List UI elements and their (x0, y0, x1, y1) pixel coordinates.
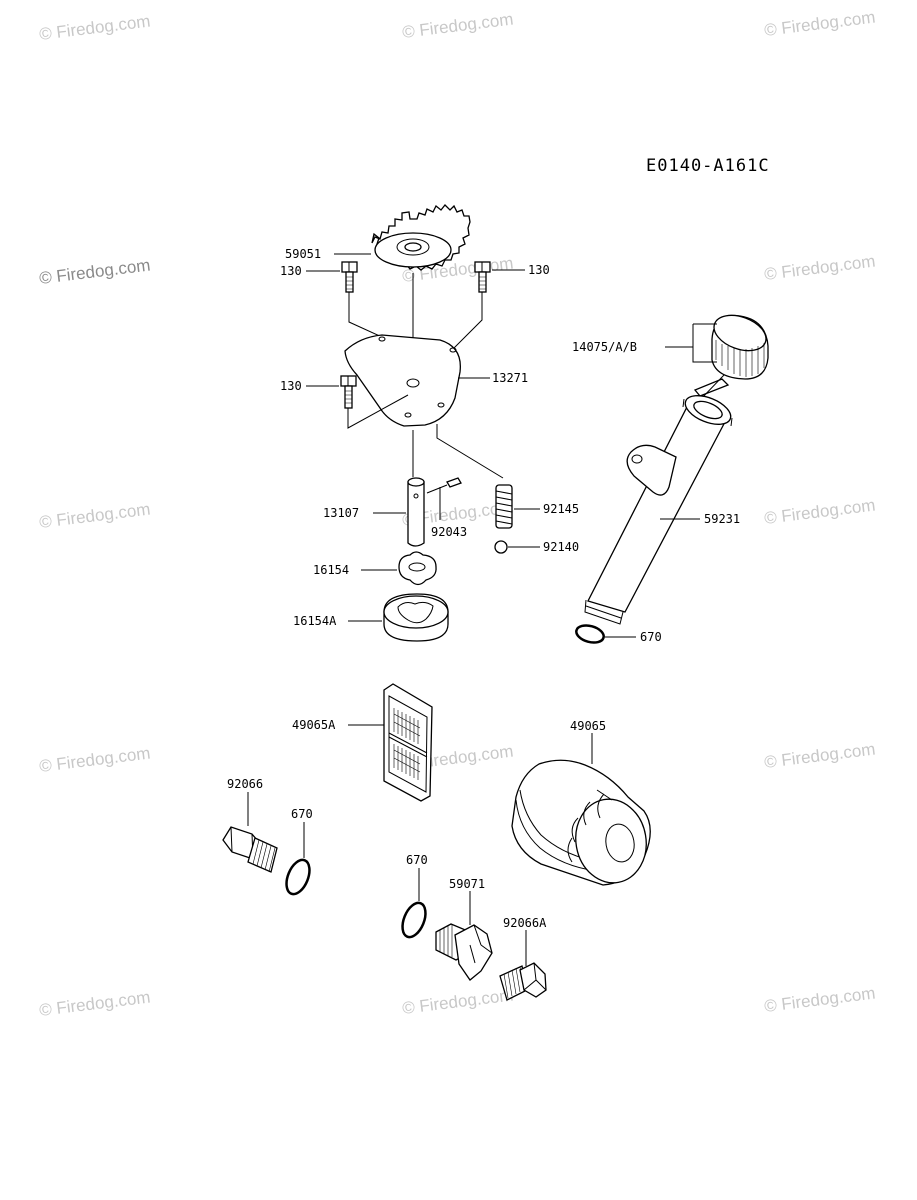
pin-part (446, 477, 462, 488)
outer-rotor (383, 593, 449, 642)
spring-part (495, 484, 513, 529)
watermark: © Firedog.com (38, 987, 151, 1019)
callout-bolt-left-mid: 130 (280, 379, 302, 393)
watermark: © Firedog.com (763, 251, 876, 283)
callout-outer-rotor: 16154A (293, 614, 337, 628)
callout-cover-plate: 13271 (492, 371, 528, 385)
callout-spring: 92145 (543, 502, 579, 516)
callout-bolt-left-top: 130 (280, 264, 302, 278)
screen-part (383, 683, 433, 802)
drain-plug-left (222, 826, 278, 873)
callout-shaft: 13107 (323, 506, 359, 520)
watermark: © Firedog.com (38, 255, 151, 287)
callout-dipstick-cap: 14075/A/B (572, 340, 637, 354)
oil-filter (511, 759, 651, 886)
callout-screen: 49065A (292, 718, 336, 732)
filler-tube (584, 395, 733, 625)
watermark: © Firedog.com (401, 985, 514, 1017)
gear-part (371, 204, 471, 271)
dipstick-cap (693, 314, 769, 401)
bolt-right-top (474, 261, 491, 293)
oring-center (401, 901, 427, 939)
oring-left (285, 858, 311, 896)
callout-pin: 92043 (431, 525, 467, 539)
bolt-left-top (341, 261, 358, 293)
callout-inner-rotor: 16154 (313, 563, 349, 577)
callout-gear: 59051 (285, 247, 321, 261)
oring-tube (575, 624, 605, 644)
watermark: © Firedog.com (401, 9, 514, 41)
callout-drain-plug-right: 92066A (503, 916, 547, 930)
watermark: © Firedog.com (763, 739, 876, 771)
watermark: © Firedog.com (763, 495, 876, 527)
callout-oring-tube: 670 (640, 630, 662, 644)
inner-rotor (398, 551, 437, 586)
cover-plate (344, 334, 461, 427)
callout-oil-filter: 49065 (570, 719, 606, 733)
shaft-part (407, 477, 425, 547)
callout-ball: 92140 (543, 540, 579, 554)
callout-drain-plug-left: 92066 (227, 777, 263, 791)
callout-oring-left: 670 (291, 807, 313, 821)
fitting-part (435, 923, 493, 981)
callout-oring-center: 670 (406, 853, 428, 867)
watermark: © Firedog.com (763, 7, 876, 39)
callout-fitting: 59071 (449, 877, 485, 891)
watermark: © Firedog.com (38, 11, 151, 43)
drain-plug-right (499, 962, 547, 1001)
watermark: © Firedog.com (763, 983, 876, 1015)
diagram-code: E0140-A161C (646, 156, 770, 176)
callout-bolt-right-top: 130 (528, 263, 550, 277)
bolt-left-mid (340, 375, 357, 409)
watermark: © Firedog.com (38, 743, 151, 775)
ball-part (494, 540, 508, 554)
watermark: © Firedog.com (38, 499, 151, 531)
callout-filler-tube: 59231 (704, 512, 740, 526)
